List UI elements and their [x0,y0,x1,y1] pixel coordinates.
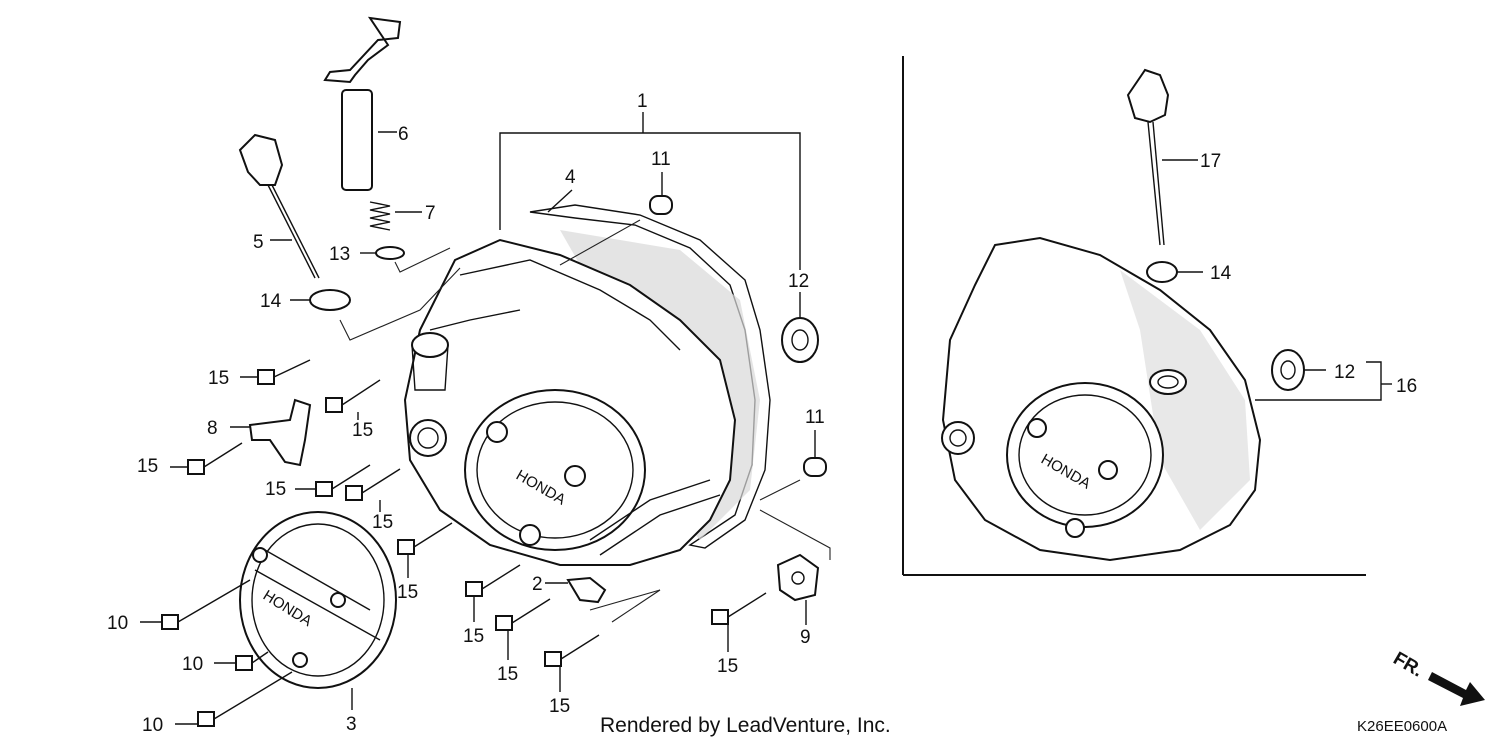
callout-15j: 15 [717,656,738,677]
front-label: FR. [1390,648,1427,681]
callout-15c: 15 [137,456,158,477]
callout-4: 4 [565,167,576,188]
callout-10c: 10 [142,715,163,736]
callout-7: 7 [425,203,436,224]
callout-12-inset: 12 [1334,362,1355,383]
callout-13: 13 [329,244,350,265]
bolt-15-g [465,564,521,622]
bolt-15-a [240,359,311,385]
bearing [781,292,819,363]
callout-3: 3 [346,714,357,735]
callout-2: 2 [532,574,543,595]
callout-15h: 15 [497,664,518,685]
sensor-clip [545,576,607,604]
bolt-15-e [345,468,401,512]
callout-14: 14 [260,291,282,312]
o-ring-large [309,289,351,311]
cover-bolts [140,579,293,727]
callout-9: 9 [800,627,811,648]
bolt-15-c [170,442,243,475]
inset-assembly: HONDA 17 14 12 16 [902,56,1417,576]
bolt-15-f [397,522,453,578]
callout-6: 6 [398,124,409,145]
callout-12: 12 [788,271,809,292]
bolt-15-h [495,598,551,660]
left-callouts: 1 2 3 4 5 6 7 8 9 10 10 10 11 11 12 13 1… [107,91,825,736]
callout-14-inset: 14 [1210,263,1232,284]
callout-15e: 15 [372,512,393,533]
callout-15d: 15 [265,479,286,500]
front-direction-arrow-icon: FR. [1390,648,1485,706]
callout-16: 16 [1396,376,1417,397]
right-crankcase-cover: HONDA [403,204,771,566]
rendered-by-credit: Rendered by LeadVenture, Inc. [600,714,891,737]
bolt-15-d [295,464,371,497]
bolt-10-a [140,579,251,630]
callout-10a: 10 [107,613,128,634]
bolt-10-c [175,671,293,727]
callout-15b: 15 [352,420,373,441]
oil-level-dipstick [238,133,320,279]
callout-10b: 10 [182,654,203,675]
callout-17: 17 [1200,151,1221,172]
callout-11a: 11 [651,149,671,170]
callout-11b: 11 [805,407,825,428]
clutch-cover: HONDA [239,511,397,710]
dowel-pin-top [559,172,673,266]
dowel-pin-right [759,430,827,501]
callout-15a: 15 [208,368,229,389]
callout-8: 8 [207,418,218,439]
diagram-code: K26EE0600A [1357,718,1447,735]
bolt-15-b [325,379,381,420]
callout-15g: 15 [463,626,484,647]
cover-gasket [529,204,771,549]
flange-bolts [170,359,767,692]
clutch-dome [464,389,646,551]
bolt-15-j [711,592,767,652]
o-ring-small [375,246,405,260]
callout-15i: 15 [549,696,570,717]
oil-strainer-pipe [323,16,402,191]
mounting-bracket [230,398,312,467]
callout-5: 5 [253,232,264,253]
spring [369,201,422,231]
bolt-10-b [214,651,269,671]
pulse-sensor [759,509,831,625]
callout-15f: 15 [397,582,418,603]
bolt-15-i [544,634,600,692]
callout-1: 1 [637,91,648,112]
